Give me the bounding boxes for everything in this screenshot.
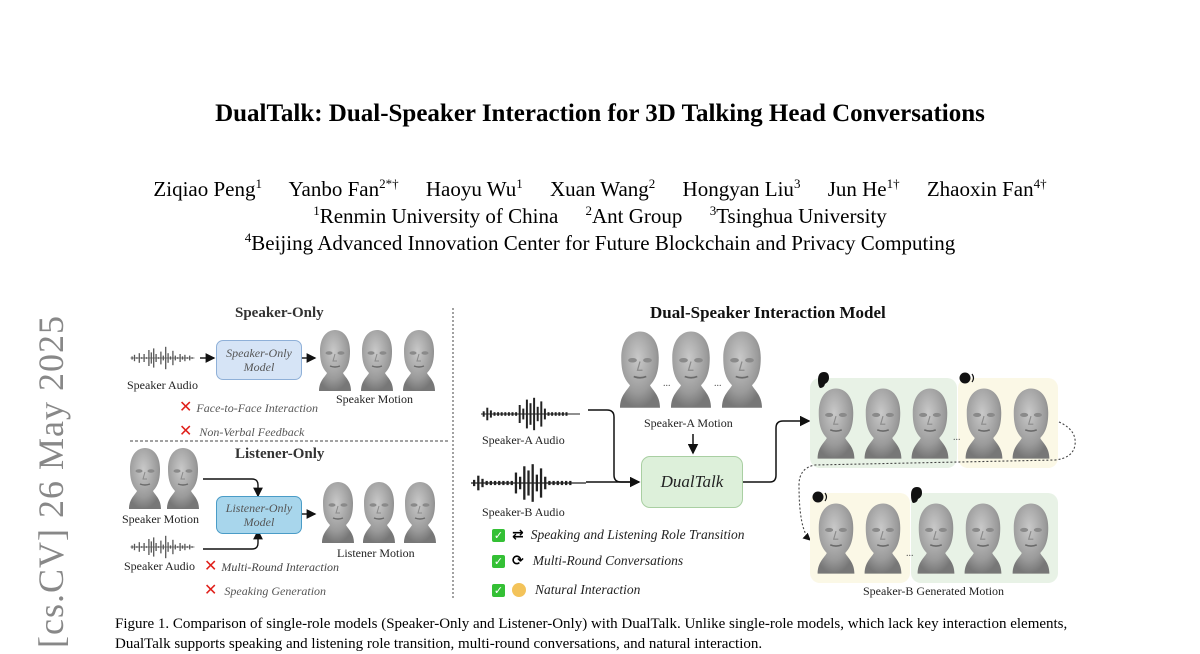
ellipsis: ... [663,378,671,389]
missing-feature: ✕ Multi-Round Interaction [204,556,340,575]
missing-feature: ✕ Speaking Generation [204,580,327,599]
feature-item: ✓ ⇄ Speaking and Listening Role Transiti… [492,527,745,543]
checkbox-checked-icon: ✓ [492,554,505,568]
ellipsis: ... [953,432,961,443]
speaker-b-head [964,387,1004,460]
ellipsis: ... [714,378,722,389]
speaker-b-head [916,502,956,575]
speaker-motion-head [402,329,436,392]
speaker-b-head [816,387,856,460]
cross-icon: ✕ [204,580,218,599]
checkbox-checked-icon: ✓ [492,528,505,542]
speaker-a-motion-head [670,330,712,409]
affiliation: 4Beijing Advanced Innovation Center for … [244,230,956,255]
speaker-b-head [910,387,950,460]
feature-label: Natural Interaction [535,582,641,597]
model-label: Speaker-Only [226,346,292,360]
speaker-a-motion-head [721,330,763,409]
speaker-a-motion-label: Speaker-A Motion [644,416,733,430]
author: Yanbo Fan2*† [288,176,399,201]
listener-only-header: Listener-Only [235,446,325,462]
speaker-motion-input-label: Speaker Motion [122,512,199,526]
speaking-head-icon [812,491,828,503]
author-block: Ziqiao Peng1 Yanbo Fan2*† Haoyu Wu1 Xuan… [0,176,1200,257]
affiliation: 2Ant Group [585,203,683,228]
author: Haoyu Wu1 [425,176,523,201]
speaker-audio-label: Speaker Audio [127,378,198,392]
listener-motion-head [362,481,396,544]
speaker-a-audio-label: Speaker-A Audio [482,433,565,447]
listener-motion-head [403,481,437,544]
author: Xuan Wang2 [549,176,656,201]
listener-input-head [128,447,162,510]
speaker-b-audio-waveform [471,462,586,504]
figure-connectors [128,308,1076,598]
speaker-a-audio-waveform [479,396,582,432]
speaker-b-head [816,502,856,575]
affiliation: 1Renmin University of China [313,203,559,228]
author: Jun He1† [827,176,900,201]
speaker-b-head [863,502,903,575]
listener-motion-head [321,481,355,544]
feature-label: Multi-Round Conversations [532,553,684,568]
missing-feature: ✕ Non-Verbal Feedback [179,421,305,440]
missing-feature: ✕ Face-to-Face Interaction [179,397,319,416]
speaker-motion-head [360,329,394,392]
feature-item: ✓ ⟳ Multi-Round Conversations [492,553,683,569]
author: Ziqiao Peng1 [153,176,262,201]
affiliation-line: 1Renmin University of China 2Ant Group 3… [0,203,1200,230]
speaker-a-motion-head [619,330,661,409]
speaking-head-icon [959,372,975,384]
model-label: Model [243,515,275,529]
speaker-motion-label: Speaker Motion [336,392,413,406]
refresh-cycle-icon: ⟳ [512,553,524,569]
listener-audio-waveform [129,535,196,559]
cross-icon: ✕ [179,397,193,416]
paper-title: DualTalk: Dual-Speaker Interaction for 3… [215,100,985,127]
speaker-audio-label: Speaker Audio [124,559,195,573]
figure-caption: Figure 1. Comparison of single-role mode… [115,616,1068,652]
arrow [743,415,811,483]
dualtalk-model-box: DualTalk [641,456,743,508]
cross-icon: ✕ [179,421,193,440]
arxiv-side-label: [cs.CV] 26 May 2025 [31,315,71,648]
speaker-b-audio-label: Speaker-B Audio [482,505,565,519]
listener-input-head [166,447,200,510]
speaker-b-head [1011,387,1051,460]
model-label: Model [243,360,275,374]
speaker-only-header: Speaker-Only [235,305,324,321]
ellipsis: ... [906,548,914,559]
continuation-arrow [798,421,1076,541]
ear-icon [911,487,922,503]
model-label: Listener-Only [225,501,293,515]
affiliation-line: 4Beijing Advanced Innovation Center for … [0,230,1200,257]
checkbox-checked-icon: ✓ [492,583,505,597]
ear-icon [818,372,829,388]
speaker-b-head [863,387,903,460]
cross-icon: ✕ [204,556,218,575]
affiliation: 3Tsinghua University [709,203,887,228]
grin-emoji-icon [512,583,526,597]
speaker-b-head [1011,502,1051,575]
swap-arrows-icon: ⇄ [512,527,524,543]
speaker-b-generated-motion-label: Speaker-B Generated Motion [863,584,1005,598]
feature-label: Speaking and Listening Role Transition [530,527,745,542]
arrow [203,529,263,550]
speaker-motion-head [318,329,352,392]
author-list: Ziqiao Peng1 Yanbo Fan2*† Haoyu Wu1 Xuan… [0,176,1200,203]
author: Hongyan Liu3 [682,176,801,201]
author: Zhaoxin Fan4† [926,176,1047,201]
dual-model-header: Dual-Speaker Interaction Model [650,303,886,322]
arrow [588,409,641,488]
listener-motion-label: Listener Motion [337,546,415,560]
feature-item: ✓ Natural Interaction [492,582,640,598]
speaker-b-head [963,502,1003,575]
arrow [203,478,263,498]
speaker-audio-waveform [129,346,196,370]
